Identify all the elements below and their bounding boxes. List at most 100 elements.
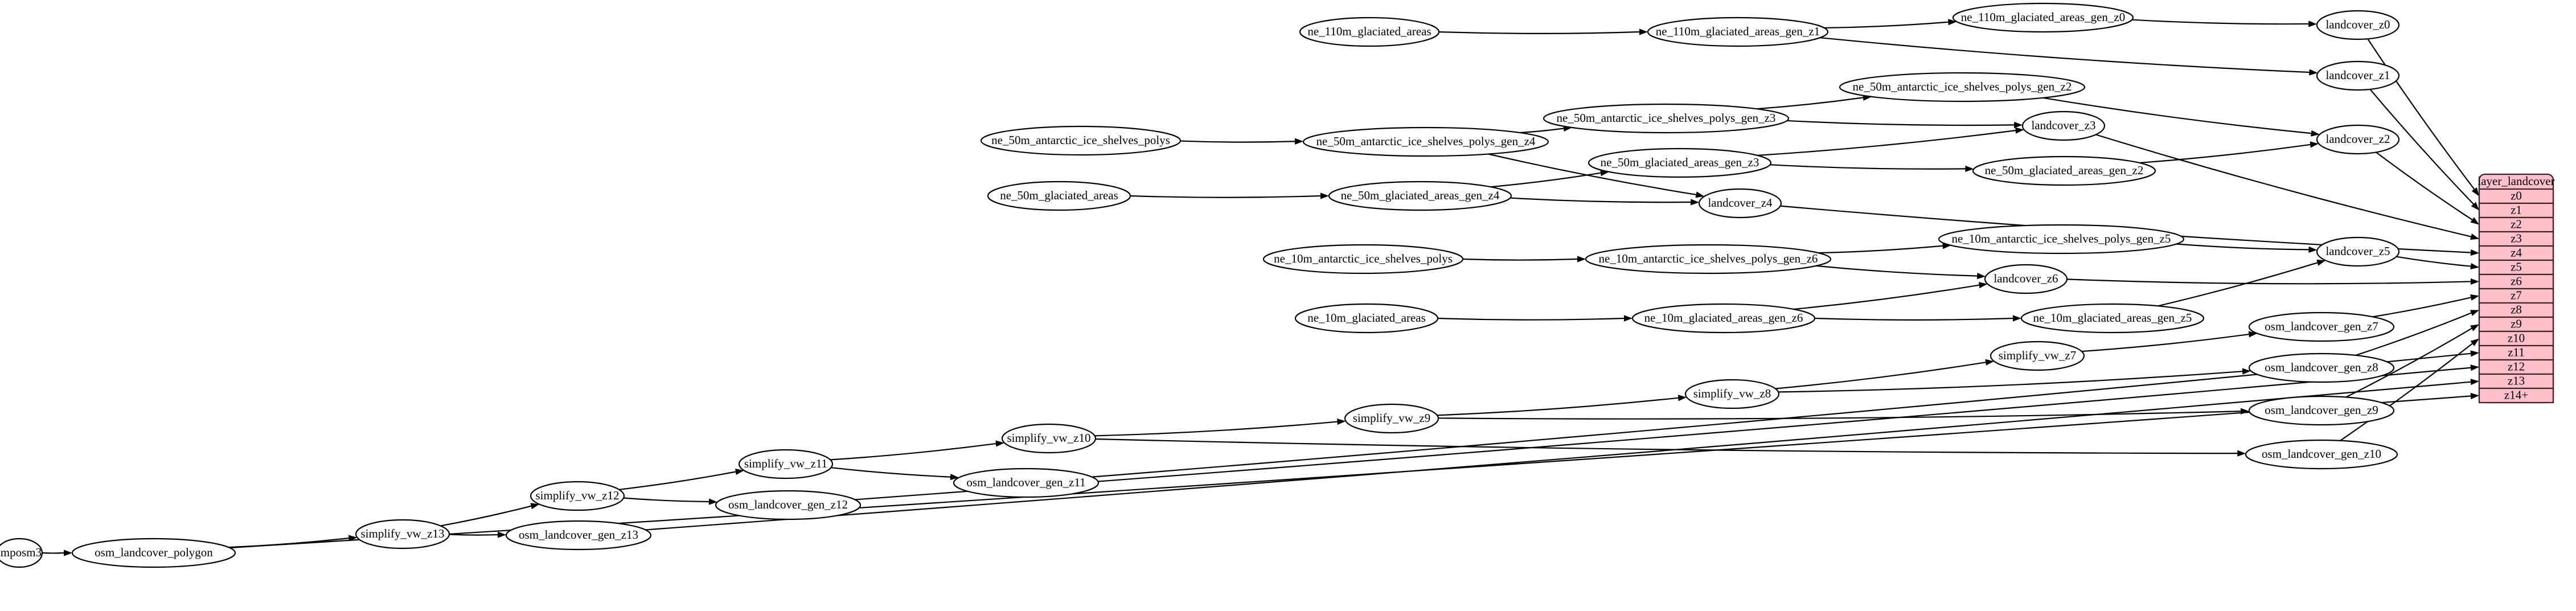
- node-shape: [1990, 341, 2085, 371]
- node-n_ne50ga_z4[interactable]: ne_50m_glaciated_areas_gen_z4: [1328, 181, 1512, 211]
- node-n_ne50ga_z2[interactable]: ne_50m_glaciated_areas_gen_z2: [1972, 155, 2156, 186]
- node-n_ne50ais_src[interactable]: ne_50m_antarctic_ice_shelves_polys: [980, 125, 1182, 156]
- arrowhead-n_ne50ga_z2-to-n_lc_z2: [2310, 141, 2319, 148]
- arrowhead-n_lc_z5-to-table.z5: [2470, 263, 2479, 270]
- node-label: simplify_vw_z9: [1353, 411, 1431, 425]
- edge-n_ne10ga_z5-to-n_lc_z5: [2157, 262, 2318, 307]
- edge-n_simp_z9-to-n_simp_z8: [1437, 397, 1679, 416]
- node-n_lc_z1[interactable]: landcover_z1: [2316, 60, 2400, 91]
- edge-n_ne10ga_z6-to-n_ne10ga_z5: [1814, 317, 2013, 321]
- node-label: ne_110m_glaciated_areas_gen_z1: [1656, 24, 1820, 38]
- node-n_lc_z2[interactable]: landcover_z2: [2316, 124, 2400, 155]
- edge-n_ne50ais_z3-to-n_lc_z3: [1787, 120, 2015, 126]
- table-row-z2[interactable]: [2478, 216, 2554, 233]
- arrowhead-n_ne10ais_src-to-n_ne10ais_z6: [1577, 256, 1586, 263]
- node-shape: [1698, 188, 1782, 219]
- arrowhead-n_osm_z8-to-table.z8: [2470, 310, 2479, 316]
- edge-n_ne10ga_z6-to-n_lc_z6: [1793, 284, 1979, 310]
- arrowhead-n_osm_z13-to-table.z13: [2470, 379, 2479, 386]
- edge-n_ne10ais_z5-to-n_lc_z5: [2176, 243, 2309, 251]
- arrowhead-n_simp_z10-to-n_osm_z10: [2237, 450, 2246, 457]
- node-n_lc_z4[interactable]: landcover_z4: [1698, 188, 1782, 219]
- node-n_ne50ais_z2[interactable]: ne_50m_antarctic_ice_shelves_polys_gen_z…: [1839, 72, 2086, 102]
- node-n_ne10ais_z6[interactable]: ne_10m_antarctic_ice_shelves_polys_gen_z…: [1585, 244, 1832, 274]
- table-row-z10[interactable]: [2478, 330, 2554, 347]
- node-n_simp_z11[interactable]: simplify_vw_z11: [738, 449, 834, 479]
- table-row-label-z1: z1: [2511, 203, 2522, 216]
- node-n_ne10ais_z5[interactable]: ne_10m_antarctic_ice_shelves_polys_gen_z…: [1938, 224, 2185, 255]
- node-n_simp_z9[interactable]: simplify_vw_z9: [1344, 403, 1439, 434]
- node-n_ne110_src[interactable]: ne_110m_glaciated_areas: [1299, 17, 1440, 47]
- node-shape: [2245, 439, 2398, 470]
- node-n_osm_z8[interactable]: osm_landcover_gen_z8: [2248, 352, 2395, 383]
- table-row-label-z6: z6: [2511, 274, 2522, 288]
- node-shape: [1647, 17, 1829, 47]
- node-shape: [1684, 379, 1780, 409]
- edge-n_ne10ais_z6-to-n_lc_z6: [1816, 265, 1978, 277]
- edge-n_simp_z8-to-n_simp_z7: [1775, 362, 1986, 389]
- node-n_ne110_z1[interactable]: ne_110m_glaciated_areas_gen_z1: [1647, 17, 1829, 47]
- node-n_ne50ga_src[interactable]: ne_50m_glaciated_areas: [987, 181, 1131, 211]
- node-n_imposm3[interactable]: imposm3: [0, 538, 43, 568]
- node-label: landcover_z3: [2031, 118, 2095, 132]
- node-n_lc_z0[interactable]: landcover_z0: [2316, 10, 2400, 40]
- node-n_simp_z7[interactable]: simplify_vw_z7: [1990, 341, 2085, 371]
- table-row-z0[interactable]: [2478, 188, 2554, 204]
- edge-n_simp_z10-to-n_simp_z9: [1094, 421, 1338, 437]
- arrowhead-n_osm_z11-to-table.z11: [2470, 350, 2479, 357]
- node-n_ne50ais_z4[interactable]: ne_50m_antarctic_ice_shelves_polys_gen_z…: [1302, 126, 1549, 157]
- node-n_ne10ga_z6[interactable]: ne_10m_glaciated_areas_gen_z6: [1631, 303, 1816, 334]
- node-shape: [1839, 72, 2086, 102]
- arrowhead-n_imposm3-to-n_osm_poly: [64, 550, 72, 556]
- arrowhead-n_lc_z6-to-table.z6: [2470, 278, 2479, 285]
- node-shape: [738, 449, 834, 479]
- node-n_osm_z10[interactable]: osm_landcover_gen_z10: [2245, 439, 2398, 470]
- node-n_ne10ais_src[interactable]: ne_10m_antarctic_ice_shelves_polys: [1262, 244, 1464, 274]
- table-row-label-z5: z5: [2511, 260, 2522, 273]
- node-n_osm_z13[interactable]: osm_landcover_gen_z13: [505, 520, 652, 551]
- table-row-z1[interactable]: [2478, 202, 2554, 219]
- arrowhead-n_ne110_z1-to-n_lc_z1: [2309, 69, 2318, 76]
- edge-n_ne50ais_z4-to-n_lc_z4: [1488, 153, 1696, 195]
- table-row-z8[interactable]: [2478, 302, 2554, 318]
- table-row-z9[interactable]: [2478, 316, 2554, 333]
- node-n_ne10ga_src[interactable]: ne_10m_glaciated_areas: [1294, 303, 1439, 334]
- node-label: osm_landcover_gen_z13: [519, 528, 638, 542]
- arrowhead-n_simp_z13-to-n_osm_z13: [498, 531, 507, 538]
- node-n_simp_z8[interactable]: simplify_vw_z8: [1684, 379, 1780, 409]
- edge-n_osm_z13-to-table.z13: [645, 381, 2471, 531]
- table-row-z6[interactable]: [2478, 273, 2554, 290]
- node-label: landcover_z5: [2325, 244, 2390, 258]
- node-label: imposm3: [0, 546, 42, 559]
- edge-n_simp_z9-to-n_osm_z9: [1438, 411, 2241, 420]
- arrowhead-n_lc_z3-to-table.z3: [2470, 233, 2479, 240]
- node-layer: ne_110m_glaciated_areas ne_110m_glaciated…: [0, 2, 2400, 568]
- node-n_lc_z5[interactable]: landcover_z5: [2316, 236, 2400, 267]
- edge-n_lc_z6-to-table.z6: [2066, 278, 2471, 285]
- edge-n_lc_z1-to-table.z1: [2369, 89, 2474, 205]
- node-n_osm_poly[interactable]: osm_landcover_polygon: [71, 538, 236, 568]
- table-row-z12[interactable]: [2478, 359, 2554, 375]
- node-n_ne50ga_z3[interactable]: ne_50m_glaciated_areas_gen_z3: [1588, 147, 1772, 178]
- node-n_ne10ga_z5[interactable]: ne_10m_glaciated_areas_gen_z5: [2020, 303, 2205, 334]
- node-n_simp_z13[interactable]: simplify_vw_z13: [355, 519, 450, 550]
- node-n_ne50ais_z3[interactable]: ne_50m_antarctic_ice_shelves_polys_gen_z…: [1543, 103, 1790, 134]
- node-n_ne110_z0[interactable]: ne_110m_glaciated_areas_gen_z0: [1952, 2, 2134, 33]
- node-n_osm_z7[interactable]: osm_landcover_gen_z7: [2248, 311, 2395, 342]
- node-n_osm_z12[interactable]: osm_landcover_gen_z12: [715, 490, 862, 520]
- node-label: ne_50m_antarctic_ice_shelves_polys_gen_z…: [1853, 80, 2072, 93]
- node-n_osm_z11[interactable]: osm_landcover_gen_z11: [953, 468, 1100, 498]
- table-row-z5[interactable]: [2478, 259, 2554, 276]
- node-n_lc_z3[interactable]: landcover_z3: [2021, 110, 2106, 141]
- node-n_lc_z6[interactable]: landcover_z6: [1984, 264, 2068, 294]
- edge-n_ne50ga_z4-to-n_ne50ga_z3: [1490, 172, 1601, 188]
- node-n_simp_z10[interactable]: simplify_vw_z10: [1001, 423, 1097, 454]
- edge-n_simp_z11-to-n_osm_z11: [831, 467, 951, 478]
- arrowhead-n_ne110_z1-to-n_ne110_z0: [1948, 19, 1957, 26]
- edge-n_lc_z2-to-table.z2: [2376, 151, 2473, 220]
- node-n_simp_z12[interactable]: simplify_vw_z12: [530, 481, 625, 511]
- arrowhead-n_ne50ais_z3-to-n_lc_z3: [2014, 121, 2023, 128]
- node-n_osm_z9[interactable]: osm_landcover_gen_z9: [2248, 395, 2395, 426]
- table-row-z14+[interactable]: [2478, 387, 2554, 404]
